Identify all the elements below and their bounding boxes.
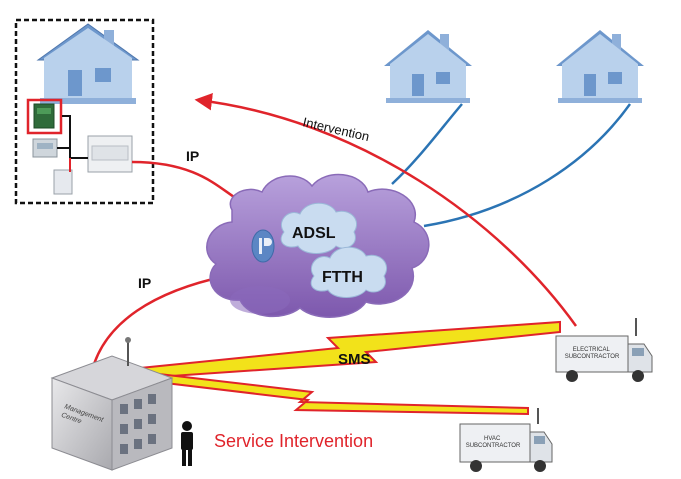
ftth-link-line [423, 103, 632, 228]
truck-icon [555, 318, 653, 382]
sensor-device-icon [53, 169, 73, 195]
sms-label: SMS [338, 351, 371, 368]
house-icon [384, 30, 472, 103]
adsl-link-line [391, 103, 463, 185]
ip-label-top: IP [186, 148, 199, 164]
adsl-bubble [280, 202, 358, 254]
ip-label-bottom: IP [138, 275, 151, 291]
ip-logo-icon [251, 229, 275, 263]
electrical-truck-label: ELECTRICAL SUBCONTRACTOR [565, 347, 620, 360]
sms-lightning-electrical [138, 320, 561, 380]
sms-lightning-hvac [138, 370, 529, 416]
meter-device-icon [32, 138, 58, 158]
customer-site-frame [14, 18, 155, 205]
ip-link-top [131, 160, 243, 204]
truck-icon [459, 408, 553, 472]
hvac-truck-label: HVAC SUBCONTRACTOR [466, 436, 521, 449]
building-icon [50, 337, 174, 471]
intervention-label: Intervention [301, 114, 371, 144]
gateway-highlight-box [26, 98, 63, 135]
ip-link-bottom [88, 274, 227, 381]
device-wiring [62, 115, 88, 159]
ftth-bubble [310, 246, 388, 298]
intervention-arrow [194, 93, 578, 327]
controller-device-icon [87, 135, 133, 173]
gateway-device-icon [33, 103, 55, 129]
person-icon [181, 421, 193, 466]
adsl-label: ADSL [292, 225, 336, 242]
house-icon [36, 23, 140, 104]
ftth-label: FTTH [322, 269, 363, 286]
house-icon [556, 30, 644, 103]
service-intervention-label: Service Intervention [214, 431, 373, 451]
